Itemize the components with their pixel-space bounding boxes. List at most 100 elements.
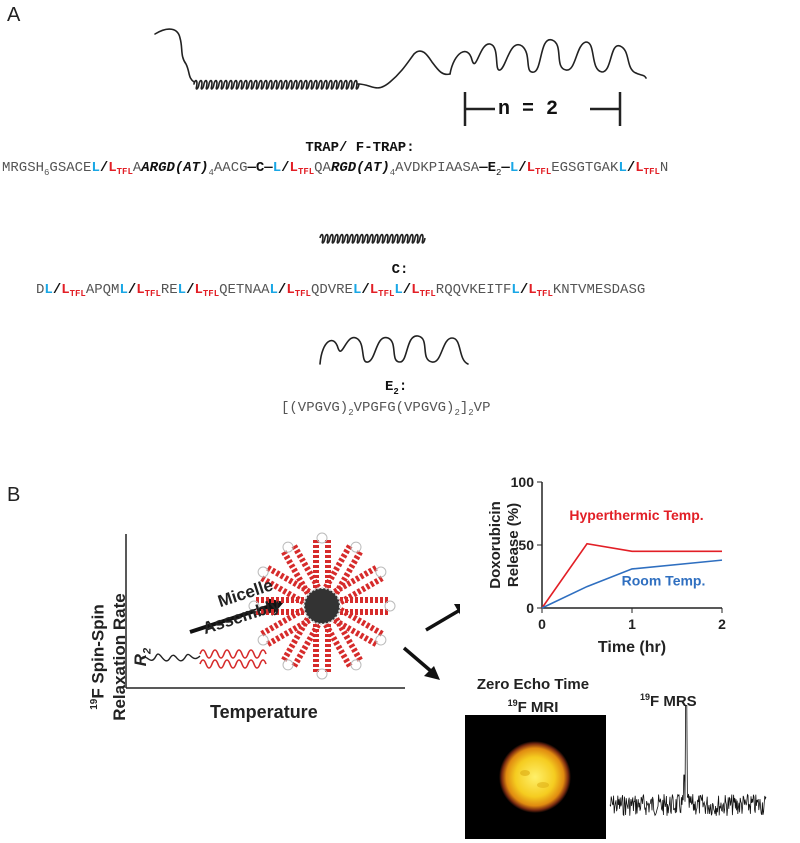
sequence-token: L (289, 160, 298, 176)
sequence-token: 4 (389, 167, 396, 178)
relaxation-plot (125, 532, 460, 689)
legend-hyperthermic: Hyperthermic Temp. (569, 507, 703, 523)
panel-a-letter: A (7, 4, 21, 26)
sequence-token: L (528, 282, 537, 298)
y-axis-line3: R2 (130, 572, 158, 742)
y-axis-sup: 19 (88, 698, 100, 710)
mri-image (465, 715, 606, 839)
y-axis-label-block: 19F Spin-Spin Relaxation Rate R2 (46, 560, 176, 721)
sequence-token: TFL (419, 289, 436, 299)
sequence-token: QETNAA (219, 282, 270, 298)
trap-sequence: MRGSH6GSACEL/LTFLAARGD(AT)4AACG—C—L/LTFL… (2, 160, 668, 178)
sequence-token: L (108, 160, 117, 176)
y-axis-line1: 19F Spin-Spin (84, 572, 109, 742)
e2-label-sub: 2 (393, 386, 399, 397)
sequence-token: —C— (247, 160, 273, 176)
sequence-token: L (272, 160, 282, 176)
x-tick-label: 1 (628, 616, 636, 632)
sequence-token: 2 (496, 167, 502, 178)
sequence-token: AACG (213, 160, 248, 176)
sequence-token: / (626, 160, 636, 176)
sequence-token: L (136, 282, 145, 298)
mrs-spectrum (609, 705, 767, 817)
monomer-structure (139, 649, 267, 669)
y-tick-label: 0 (526, 600, 534, 616)
panel-b-letter: B (7, 484, 21, 506)
sequence-token: L (194, 282, 203, 298)
y-axis-line3-text: R (130, 653, 150, 667)
sequence-token: EGSGTGAK (551, 160, 619, 176)
trap-protein-structure (154, 28, 647, 126)
c-domain-sequence: DL/LTFLAPQML/LTFLREL/LTFLQETNAAL/LTFLQDV… (36, 282, 645, 299)
sequence-token: 2 (348, 407, 354, 418)
sequence-token: QDVRE (310, 282, 353, 298)
sequence-token: / (519, 282, 529, 298)
mrs-title: 19F MRS (640, 692, 697, 710)
x-axis-label: Temperature (210, 702, 318, 722)
sequence-token: APQM (85, 282, 120, 298)
sequence-token: TFL (297, 167, 315, 177)
sequence-token: GSACE (49, 160, 92, 176)
series-line-room (541, 559, 723, 609)
sequence-token: TFL (69, 289, 86, 299)
x-axis-title: Time (hr) (598, 639, 666, 656)
sequence-token: TFL (294, 289, 311, 299)
sequence-token: ARGD(AT) (141, 160, 209, 176)
sequence-token: / (52, 282, 62, 298)
c-domain-helix (319, 233, 426, 244)
y-axis-line1-text: F Spin-Spin (88, 604, 108, 699)
y-axis-line2: Relaxation Rate (109, 593, 129, 721)
sequence-token: TFL (378, 289, 395, 299)
sequence-token: TFL (535, 167, 552, 177)
sequence-token: VPGFG(VPGVG) (353, 400, 455, 416)
sequence-token: TFL (144, 289, 161, 299)
c-domain-label: C: (391, 262, 409, 278)
sequence-token: VP (473, 400, 491, 416)
e2-label-colon: : (398, 379, 408, 395)
trap-label: TRAP/ F-TRAP: (305, 140, 415, 156)
y-tick-label: 100 (511, 474, 535, 490)
sequence-token: — (501, 160, 510, 176)
sequence-token: L (119, 282, 128, 298)
mri-title-line2: 19F MRI (458, 694, 608, 717)
sequence-token: L (269, 282, 278, 298)
sequence-token: L (511, 282, 520, 298)
mrs-title-text: F MRS (650, 693, 697, 710)
sequence-token: A (132, 160, 142, 176)
sequence-token: D (36, 282, 45, 298)
sequence-token: L (44, 282, 53, 298)
sequence-token: ] (459, 400, 469, 416)
x-tick-label: 2 (718, 616, 726, 632)
sequence-token: L (61, 282, 70, 298)
series-line-hyperthermic (541, 542, 722, 609)
sequence-token: 6 (44, 167, 50, 178)
sequence-token: / (127, 282, 137, 298)
x-tick-label: 0 (538, 616, 546, 632)
sequence-token: RGD(AT) (330, 160, 390, 176)
sequence-token: TFL (116, 167, 133, 177)
sequence-token: / (186, 282, 195, 298)
sequence-token: L (526, 160, 536, 176)
sequence-token: / (99, 160, 109, 176)
sequence-token: / (281, 160, 290, 176)
sequence-token: TFL (536, 289, 553, 299)
mri-title-line2-text: F MRI (517, 699, 559, 716)
legend-room: Room Temp. (622, 572, 706, 588)
sequence-token: 4 (208, 167, 214, 178)
sequence-token: / (402, 282, 412, 298)
e2-domain-label: E2: (385, 379, 425, 397)
e2-domain-structure (319, 335, 469, 365)
mri-title-sup: 19 (507, 698, 518, 708)
sequence-token: L (286, 282, 295, 298)
e2-label-text: E (385, 379, 394, 395)
sequence-token: / (277, 282, 287, 298)
e2-domain-sequence: [(VPGVG)2VPGFG(VPGVG)2]2VP (281, 400, 490, 418)
mri-title: Zero Echo Time 19F MRI (458, 676, 608, 717)
sequence-token: / (361, 282, 370, 298)
sequence-token: AVDKPIAASA (395, 160, 480, 176)
sequence-token: L (369, 282, 379, 298)
sequence-token: L (411, 282, 420, 298)
sequence-token: L (352, 282, 362, 298)
sequence-token: L (177, 282, 187, 298)
